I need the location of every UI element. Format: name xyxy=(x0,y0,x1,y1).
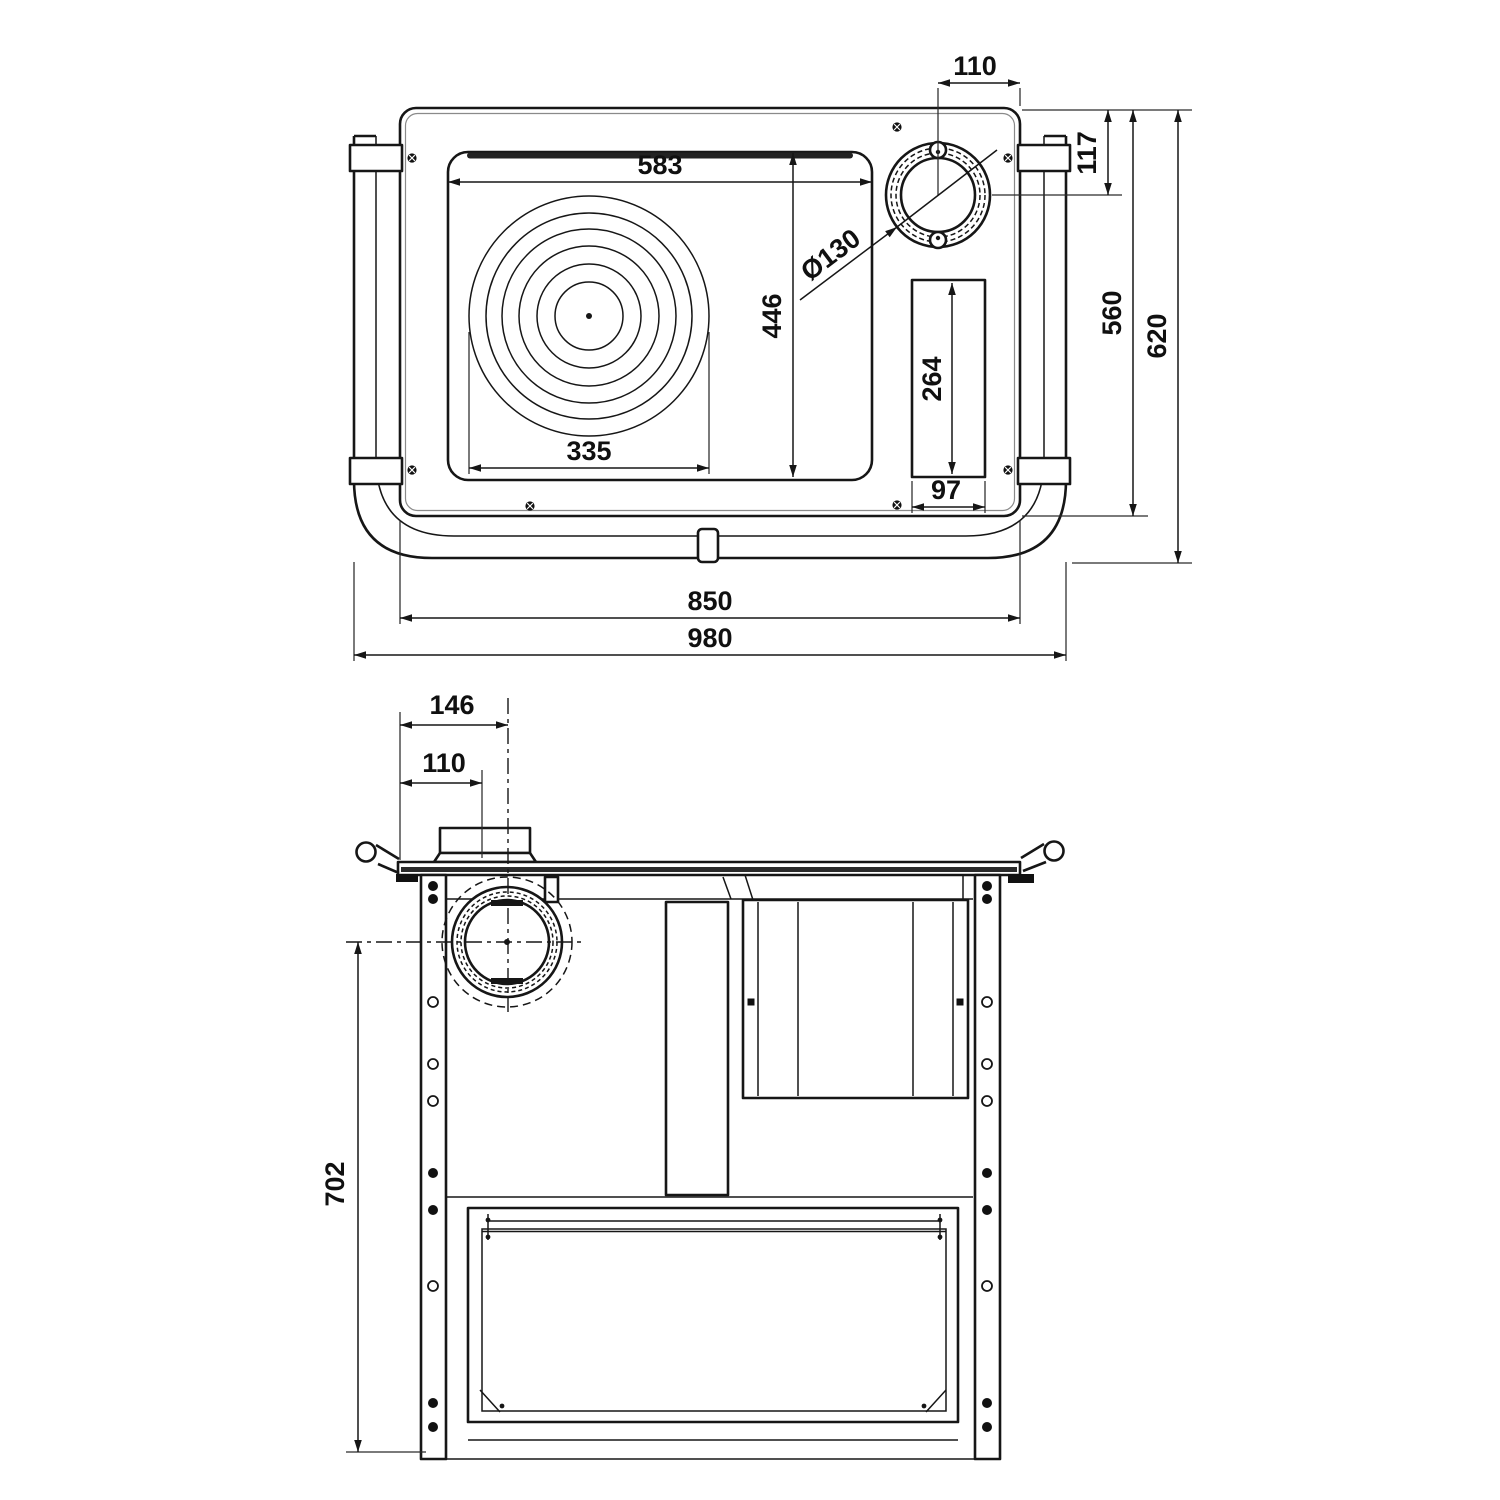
dim-label-body-width: 850 xyxy=(687,586,732,616)
bolt xyxy=(747,998,755,1006)
screw-dot xyxy=(1003,153,1013,163)
dim-label-overall-width: 980 xyxy=(687,623,732,653)
screw-dot xyxy=(525,501,535,511)
dim-side-vent-height: 264 xyxy=(917,283,956,474)
dim-label-hotplate-depth: 446 xyxy=(757,293,787,338)
dim-flue-center-offset: 146 xyxy=(400,690,508,729)
dim-side-vent-width: 97 xyxy=(912,475,985,511)
center-column xyxy=(664,900,730,1197)
bolt xyxy=(956,998,964,1006)
plan-extension-lines xyxy=(353,88,1192,661)
stove-top-outline xyxy=(398,106,1022,518)
dim-body-depth: 560 xyxy=(1097,110,1137,516)
burner-rings xyxy=(468,195,710,437)
screw-dot xyxy=(1003,465,1013,475)
hotplate-outline xyxy=(446,150,874,482)
right-handle xyxy=(1020,840,1065,873)
burner-center-dot xyxy=(586,313,592,319)
plan-dimensions: 583 446 335 110 117 560 xyxy=(354,51,1182,659)
dim-flue-center-depth: 117 xyxy=(1072,110,1112,195)
handle-bracket xyxy=(348,143,404,173)
top-bracket xyxy=(543,875,560,904)
table-edge-lip xyxy=(396,874,418,882)
dim-label-burner-rings-diameter: 335 xyxy=(566,436,611,466)
interior-structure xyxy=(447,874,973,1198)
front-extension-lines xyxy=(346,712,483,1453)
plan-view: 583 446 335 110 117 560 xyxy=(348,51,1192,661)
dim-label-body-depth: 560 xyxy=(1097,290,1127,335)
dim-hotplate-depth: 446 xyxy=(757,153,797,477)
side-vent-outline xyxy=(910,278,987,479)
dim-body-width: 850 xyxy=(400,586,1020,622)
flue-opening xyxy=(884,140,992,250)
dim-overall-depth: 620 xyxy=(1142,110,1182,563)
screws xyxy=(407,122,1013,511)
dim-label-flue-offset-x: 110 xyxy=(953,51,997,81)
dim-overall-width: 980 xyxy=(354,623,1066,659)
handle-center-bracket xyxy=(696,527,720,564)
screw-dot xyxy=(892,122,902,132)
dim-label-overall-depth: 620 xyxy=(1142,313,1172,358)
dim-label-flue-edge-offset: 110 xyxy=(422,748,466,778)
screw-dot xyxy=(407,465,417,475)
dim-label-side-vent-width: 97 xyxy=(931,475,961,505)
left-handle xyxy=(355,841,400,875)
dim-flue-edge-offset: 110 xyxy=(400,748,482,787)
screw-dot xyxy=(407,153,417,163)
dim-flue-offset-x: 110 xyxy=(938,51,1020,87)
dim-flue-center-height: 702 xyxy=(320,942,362,1452)
screw-dot xyxy=(892,500,902,510)
front-dimensions: 146 110 702 xyxy=(320,690,508,1452)
dim-label-flue-center-offset: 146 xyxy=(429,690,474,720)
stove-top-inner-edge xyxy=(404,112,1016,512)
oven-box xyxy=(741,898,970,1100)
table-top xyxy=(396,860,1034,883)
handle-bracket xyxy=(1016,143,1072,173)
dim-hotplate-width: 583 xyxy=(448,150,872,186)
front-view: 146 110 702 xyxy=(320,690,1065,1461)
dim-label-flue-center-height: 702 xyxy=(320,1161,350,1206)
dim-label-side-vent-height: 264 xyxy=(917,356,947,401)
dim-label-flue-center-depth: 117 xyxy=(1072,131,1102,175)
dim-label-hotplate-width: 583 xyxy=(637,150,682,180)
handle-rail xyxy=(348,134,1072,564)
left-side-panel xyxy=(419,873,448,1461)
dim-burner-rings-diameter: 335 xyxy=(469,436,709,472)
table-edge-lip xyxy=(1008,874,1034,883)
right-side-panel xyxy=(973,873,1002,1461)
handle-bracket xyxy=(348,456,404,486)
flue-collar xyxy=(432,826,538,864)
handle-bracket xyxy=(1016,456,1072,486)
drawer-frame xyxy=(466,1206,960,1424)
